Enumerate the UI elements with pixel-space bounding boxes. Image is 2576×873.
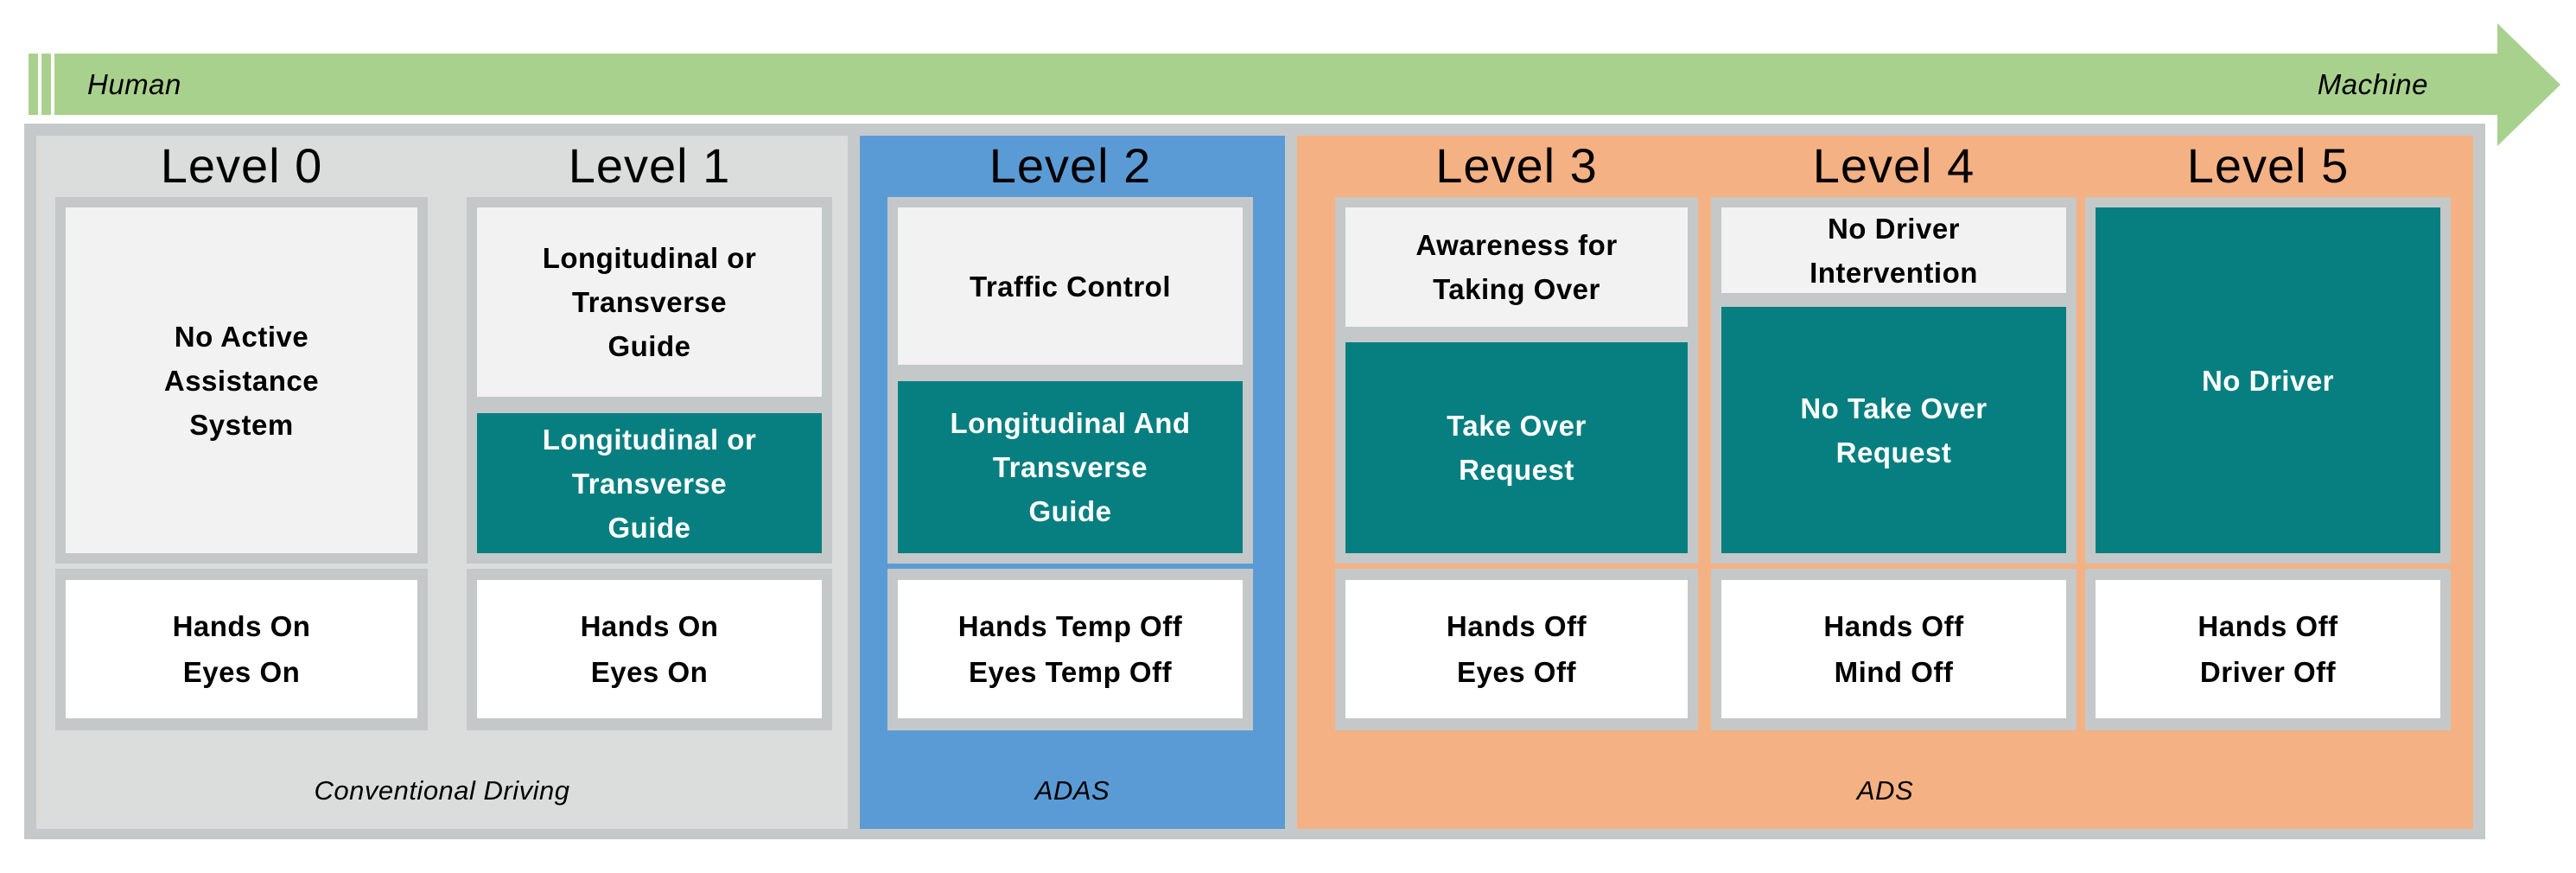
adas-label: ADAS [1034, 775, 1110, 806]
box-text-line: Intervention [1810, 256, 1978, 289]
box-text-line: Guide [607, 511, 691, 544]
level-2-top-frame: Traffic Control Longitudinal And Transve… [887, 197, 1253, 564]
box-text-line: Eyes On [182, 656, 301, 688]
box-text-line: Transverse [571, 286, 728, 318]
level-2-teal-box: Longitudinal And Transverse Guide [898, 381, 1243, 553]
box-text-line: System [189, 408, 294, 441]
box-text-line: Taking Over [1433, 273, 1600, 305]
box-text-line: Transverse [571, 467, 728, 500]
box-text-line: Request [1459, 454, 1574, 486]
box-text-line: Driver Off [2199, 656, 2337, 688]
level-1-hands-frame: Hands On Eyes On [467, 569, 832, 730]
arrow-stripe-icon [29, 54, 38, 115]
box-text-line: Transverse [992, 451, 1148, 483]
level-1-header: Level 1 [568, 137, 731, 193]
box-text-line: Assistance [163, 364, 320, 397]
ads-label: ADS [1856, 775, 1914, 806]
box-text-line: Hands Off [1446, 610, 1587, 642]
level-1-hands-box: Hands On Eyes On [477, 580, 822, 718]
box-text-line: Awareness for [1415, 229, 1618, 261]
box-text-line: Eyes On [590, 656, 709, 688]
level-2-hands-box: Hands Temp Off Eyes Temp Off [898, 580, 1243, 718]
level-3-hands-box: Hands Off Eyes Off [1345, 580, 1688, 718]
box-text-line: Hands Off [2198, 610, 2338, 642]
level-5-header: Level 5 [2186, 137, 2350, 193]
box-text-line: Longitudinal or [542, 423, 757, 456]
level-5-top-frame: No Driver [2085, 197, 2451, 564]
level-4-teal-box: No Take Over Request [1721, 307, 2066, 553]
box-text-line: Guide [1028, 495, 1112, 527]
level-2-hands-frame: Hands Temp Off Eyes Temp Off [887, 569, 1253, 730]
level-3-top-frame: Awareness for Taking Over Take Over Requ… [1335, 197, 1698, 564]
level-5-hands-frame: Hands Off Driver Off [2085, 569, 2451, 730]
arrow-head-icon [2497, 23, 2560, 146]
box-text-line: No Active [174, 320, 309, 353]
level-4-light-box: No Driver Intervention [1721, 207, 2066, 293]
level-2-light-box: Traffic Control [898, 207, 1243, 365]
box-text-line: Request [1835, 436, 1952, 468]
arrow-stripe-icon [41, 54, 51, 115]
human-label: Human [87, 67, 181, 100]
level-3-teal-box: Take Over Request [1345, 342, 1688, 553]
box-text-line: Longitudinal And [950, 407, 1191, 439]
box-text-line: Longitudinal or [542, 242, 757, 274]
level-1-light-box: Longitudinal or Transverse Guide [477, 207, 822, 397]
level-4-hands-frame: Hands Off Mind Off [1711, 569, 2077, 730]
box-text-line: Hands On [172, 610, 311, 642]
level-3-light-box: Awareness for Taking Over [1345, 207, 1688, 327]
level-4-top-frame: No Driver Intervention No Take Over Requ… [1711, 197, 2077, 564]
box-text-line: Hands On [580, 610, 719, 642]
box-text-line: No Driver [2201, 364, 2335, 397]
level-0-hands-frame: Hands On Eyes On [55, 569, 428, 730]
box-text-line: Hands Off [1823, 610, 1964, 642]
level-5-hands-box: Hands Off Driver Off [2096, 580, 2440, 718]
level-3-header: Level 3 [1435, 137, 1598, 193]
level-5-teal-box: No Driver [2096, 207, 2440, 553]
level-0-light-box: No Active Assistance System [66, 207, 417, 553]
box-text-line: No Take Over [1800, 392, 1988, 424]
box-text-line: Guide [607, 330, 691, 362]
box-text-line: Hands Temp Off [957, 610, 1183, 642]
box-text-line: Take Over [1447, 410, 1587, 442]
level-4-hands-box: Hands Off Mind Off [1721, 580, 2066, 718]
level-1-top-frame: Longitudinal or Transverse Guide Longitu… [467, 197, 832, 564]
box-text-line: No Driver [1827, 212, 1961, 245]
level-4-header: Level 4 [1812, 137, 1975, 193]
box-text-line: Eyes Off [1457, 656, 1576, 688]
box-text-line: Eyes Temp Off [968, 656, 1173, 688]
level-0-hands-box: Hands On Eyes On [66, 580, 417, 718]
human-machine-arrow: Human Machine [54, 54, 2497, 115]
level-2-header: Level 2 [989, 137, 1152, 193]
level-1-teal-box: Longitudinal or Transverse Guide [477, 413, 822, 553]
box-text-line: Traffic Control [969, 270, 1171, 303]
box-text-line: Mind Off [1834, 656, 1954, 688]
conventional-driving-label: Conventional Driving [314, 775, 570, 806]
level-0-header: Level 0 [160, 137, 323, 193]
level-3-hands-frame: Hands Off Eyes Off [1335, 569, 1698, 730]
machine-label: Machine [2317, 67, 2428, 100]
level-0-top-frame: No Active Assistance System [55, 197, 428, 564]
